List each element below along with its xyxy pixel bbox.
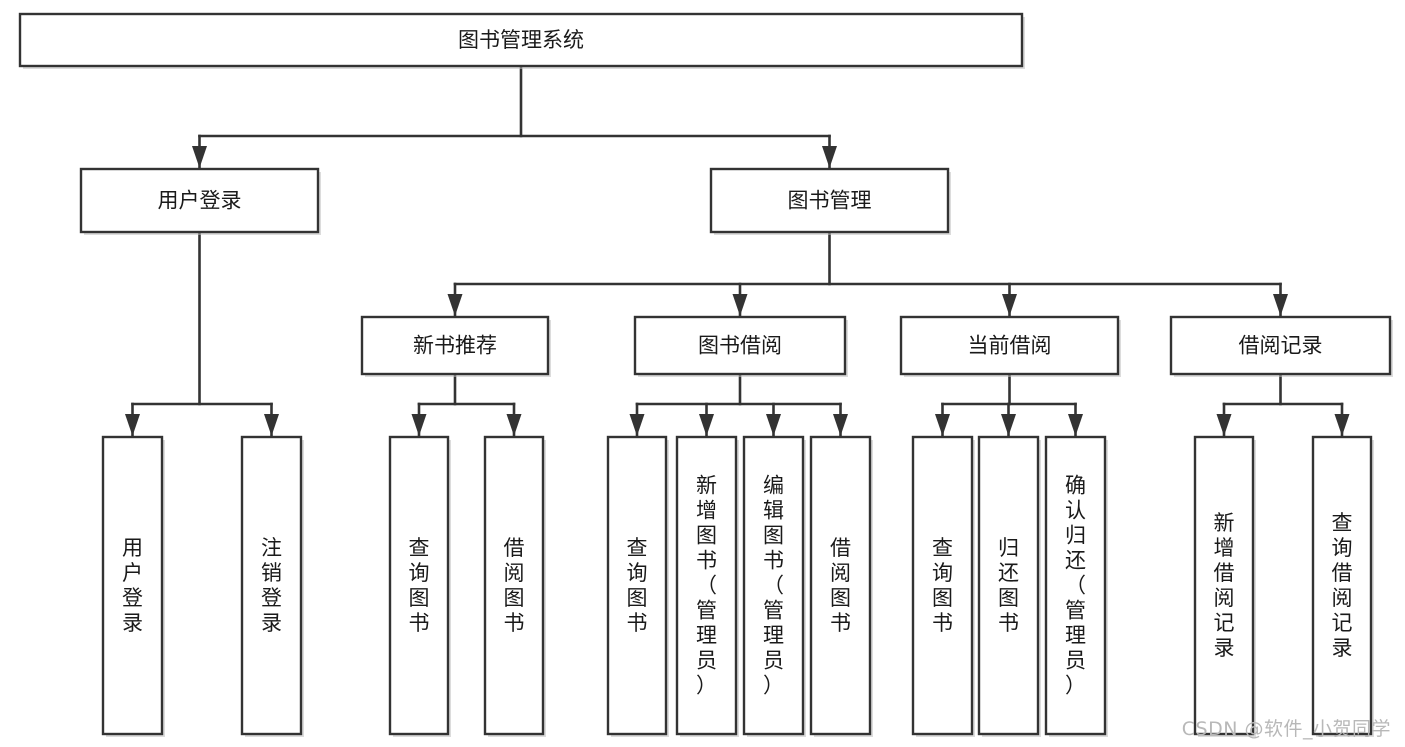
node-label: 当前借阅 <box>968 334 1052 358</box>
connector-group-l2_user_login <box>125 230 279 438</box>
node-label: 借阅记录 <box>1239 334 1323 358</box>
arrowhead-icon <box>935 414 950 436</box>
node-label: 查询图书 <box>932 536 953 635</box>
node-label: 确认归还（管理员） <box>1065 474 1086 698</box>
connector-group-root <box>192 64 837 170</box>
node-leaf_edit_book[interactable]: 编辑图书（管理员） <box>742 435 806 737</box>
node-l3_current_borrow[interactable]: 当前借阅 <box>899 315 1121 377</box>
connector-group-l3_borrow_record <box>1216 372 1350 438</box>
arrowhead-icon <box>447 294 463 316</box>
node-label: 新书推荐 <box>413 334 497 358</box>
connector-group-l3_book_borrow <box>629 372 848 438</box>
node-box[interactable] <box>101 435 164 736</box>
node-leaf_query_book_1[interactable]: 查询图书 <box>388 435 451 737</box>
node-leaf_confirm_return[interactable]: 确认归还（管理员） <box>1044 435 1108 737</box>
arrowhead-icon <box>1216 414 1232 436</box>
node-box[interactable] <box>977 435 1040 736</box>
arrowhead-icon <box>125 414 140 436</box>
node-leaf_add_book[interactable]: 新增图书（管理员） <box>675 435 739 737</box>
node-label: 查询图书 <box>409 536 430 635</box>
node-label: 编辑图书（管理员） <box>763 474 784 698</box>
node-leaf_query_book_3[interactable]: 查询图书 <box>911 435 975 737</box>
node-l3_borrow_record[interactable]: 借阅记录 <box>1169 315 1393 377</box>
node-box[interactable] <box>1193 435 1255 736</box>
arrowhead-icon <box>411 414 427 436</box>
node-box[interactable] <box>675 435 738 736</box>
arrowhead-icon <box>192 146 207 168</box>
arrowhead-icon <box>822 146 837 168</box>
connector-group-l2_book_mgmt <box>447 230 1288 318</box>
node-box[interactable] <box>1311 435 1373 736</box>
node-box[interactable] <box>240 435 303 736</box>
connector-layer <box>125 64 1350 438</box>
node-leaf_add_record[interactable]: 新增借阅记录 <box>1193 435 1256 737</box>
node-label: 新增借阅记录 <box>1214 511 1235 660</box>
node-leaf_logout[interactable]: 注销登录 <box>240 435 304 737</box>
node-label: 归还图书 <box>998 536 1019 635</box>
node-box[interactable] <box>633 315 847 376</box>
node-layer: 图书管理系统用户登录图书管理新书推荐图书借阅当前借阅借阅记录用户登录注销登录查询… <box>18 12 1393 737</box>
node-label: 图书管理系统 <box>458 28 584 52</box>
node-label: 新增图书（管理员） <box>696 474 717 698</box>
node-box[interactable] <box>360 315 550 376</box>
arrowhead-icon <box>766 414 781 436</box>
node-label: 用户登录 <box>122 536 143 635</box>
node-l2_user_login[interactable]: 用户登录 <box>79 167 321 235</box>
arrowhead-icon <box>629 414 645 436</box>
node-l3_new_book_rec[interactable]: 新书推荐 <box>360 315 551 377</box>
arrowhead-icon <box>1068 414 1083 436</box>
node-label: 查询图书 <box>627 536 648 635</box>
node-box[interactable] <box>809 435 872 736</box>
node-box[interactable] <box>388 435 450 736</box>
node-label: 借阅图书 <box>830 536 851 635</box>
node-box[interactable] <box>79 167 320 234</box>
node-label: 图书借阅 <box>698 334 782 358</box>
node-label: 图书管理 <box>788 189 872 213</box>
node-root[interactable]: 图书管理系统 <box>18 12 1025 69</box>
arrowhead-icon <box>1334 414 1350 436</box>
node-leaf_query_record[interactable]: 查询借阅记录 <box>1311 435 1374 737</box>
node-leaf_borrow_book_2[interactable]: 借阅图书 <box>809 435 873 737</box>
arrowhead-icon <box>1002 294 1017 316</box>
csdn-watermark: CSDN @软件_小贺同学 <box>1181 718 1391 740</box>
node-label: 用户登录 <box>158 189 242 213</box>
node-box[interactable] <box>709 167 950 234</box>
arrowhead-icon <box>506 414 522 436</box>
node-box[interactable] <box>899 315 1120 376</box>
connector-group-l3_new_book_rec <box>411 372 522 438</box>
node-leaf_borrow_book_1[interactable]: 借阅图书 <box>483 435 546 737</box>
node-box[interactable] <box>1044 435 1107 736</box>
arrowhead-icon <box>264 414 279 436</box>
node-leaf_user_login[interactable]: 用户登录 <box>101 435 165 737</box>
arrowhead-icon <box>833 414 848 436</box>
node-label: 查询借阅记录 <box>1332 511 1353 660</box>
node-l3_book_borrow[interactable]: 图书借阅 <box>633 315 848 377</box>
node-label: 借阅图书 <box>504 536 525 635</box>
arrowhead-icon <box>1001 414 1016 436</box>
connector-group-l3_current_borrow <box>935 372 1083 438</box>
node-box[interactable] <box>1169 315 1392 376</box>
node-label: 注销登录 <box>261 536 282 635</box>
arrowhead-icon <box>732 294 748 316</box>
node-box[interactable] <box>606 435 668 736</box>
node-box[interactable] <box>742 435 805 736</box>
arrowhead-icon <box>1273 294 1288 316</box>
node-box[interactable] <box>911 435 974 736</box>
node-l2_book_mgmt[interactable]: 图书管理 <box>709 167 951 235</box>
node-box[interactable] <box>483 435 545 736</box>
arrowhead-icon <box>699 414 714 436</box>
node-leaf_return_book[interactable]: 归还图书 <box>977 435 1041 737</box>
node-box[interactable] <box>18 12 1024 68</box>
node-leaf_query_book_2[interactable]: 查询图书 <box>606 435 669 737</box>
